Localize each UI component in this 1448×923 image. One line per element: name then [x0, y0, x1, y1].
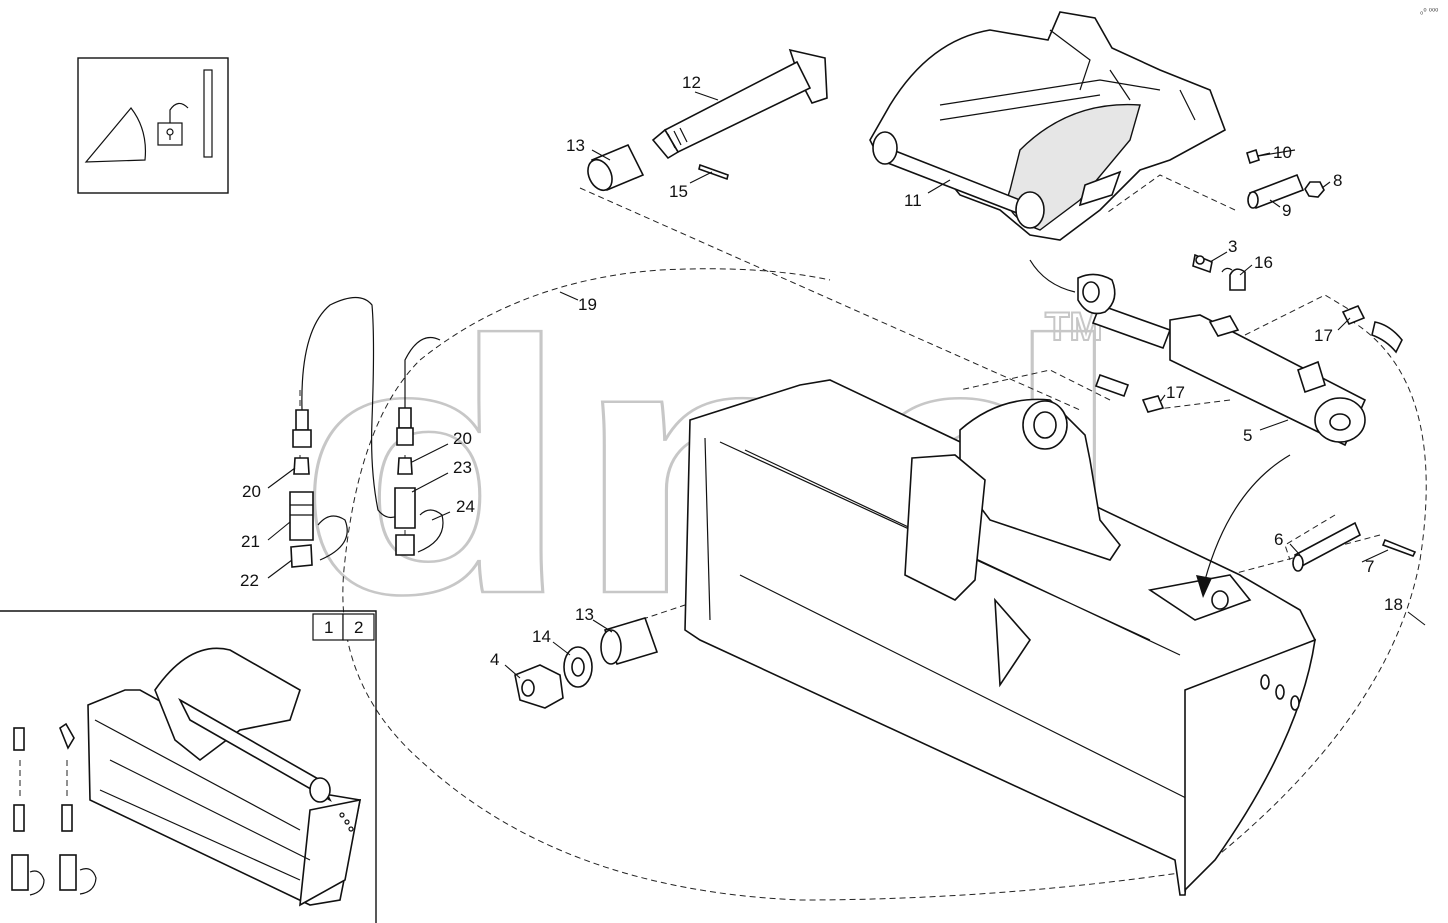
part-9-pin — [1247, 173, 1305, 210]
callout-17-upper: 17 — [1314, 326, 1333, 345]
callout-20-left: 20 — [242, 482, 261, 501]
callout-labels: 12 13 15 11 10 8 9 3 16 19 17 17 5 20 20… — [240, 73, 1403, 669]
callout-10: 10 — [1273, 143, 1292, 162]
fitting-stack-left — [289, 409, 348, 568]
callout-23: 23 — [453, 458, 472, 477]
fitting-hose-right — [404, 336, 441, 408]
part-14-washer — [563, 646, 593, 688]
callout-4: 4 — [490, 650, 499, 669]
inset-bucket-assembly — [87, 647, 362, 907]
callout-22: 22 — [240, 571, 259, 590]
unlock-icon — [157, 102, 189, 146]
corner-mark: ₀⁰ ⁰⁰⁰ — [1420, 7, 1438, 16]
part-7-split-pin — [1381, 538, 1417, 557]
part-8-nut — [1304, 181, 1325, 198]
assembly-arrow — [1204, 454, 1291, 581]
part-3-grease-fitting — [1192, 253, 1213, 274]
part-12-pin — [651, 48, 828, 160]
fitting-hose-left — [301, 296, 406, 519]
callout-17-lower: 17 — [1166, 383, 1185, 402]
hydraulic-hose-outline — [342, 268, 1427, 901]
part-13-bushing-top — [587, 143, 645, 192]
callout-13-top: 13 — [566, 136, 585, 155]
main-bucket — [684, 379, 1317, 896]
bucket-icon — [84, 107, 147, 163]
callout-16: 16 — [1254, 253, 1273, 272]
part-4-castle-nut — [514, 664, 564, 709]
view-tab-1[interactable]: 1 — [312, 613, 344, 641]
view-tab-2[interactable]: 2 — [342, 613, 375, 641]
callout-9: 9 — [1282, 201, 1291, 220]
assembly-arrow-head — [1196, 575, 1212, 598]
part-16-cap — [1221, 267, 1246, 291]
part-15-split-pin — [698, 163, 729, 181]
rod-icon — [203, 69, 213, 158]
callout-14: 14 — [532, 627, 551, 646]
leader-lines — [267, 91, 1426, 679]
part-17-fitting-upper — [1341, 304, 1403, 354]
callout-3: 3 — [1228, 237, 1237, 256]
inset-fittings-right — [59, 722, 97, 895]
callout-7: 7 — [1365, 557, 1374, 576]
part-6-pin — [1292, 521, 1362, 572]
part-11-quick-coupler — [869, 11, 1226, 241]
view-tab-2-label: 2 — [354, 618, 363, 637]
callout-18: 18 — [1384, 595, 1403, 614]
inset-view-panel: 1 2 — [0, 610, 377, 923]
callout-21: 21 — [241, 532, 260, 551]
fitting-stack-right — [394, 407, 444, 556]
view-tab-1-label: 1 — [324, 618, 333, 637]
part-13-bushing-lower — [600, 617, 659, 665]
part-10-bolt — [1246, 148, 1296, 165]
callout-6: 6 — [1274, 530, 1283, 549]
callout-8: 8 — [1333, 171, 1342, 190]
callout-19: 19 — [578, 295, 597, 314]
callout-11: 11 — [904, 191, 922, 210]
callout-13-lower: 13 — [575, 605, 594, 624]
callout-15: 15 — [669, 182, 688, 201]
callout-5: 5 — [1243, 426, 1252, 445]
callout-20-right: 20 — [453, 429, 472, 448]
callout-12: 12 — [682, 73, 701, 92]
inset-fittings-left — [11, 727, 45, 896]
callout-24: 24 — [456, 497, 475, 516]
legend-box — [77, 57, 229, 194]
part-17-fitting-lower — [1094, 373, 1165, 413]
part-5-hydraulic-cylinder — [1077, 273, 1367, 447]
